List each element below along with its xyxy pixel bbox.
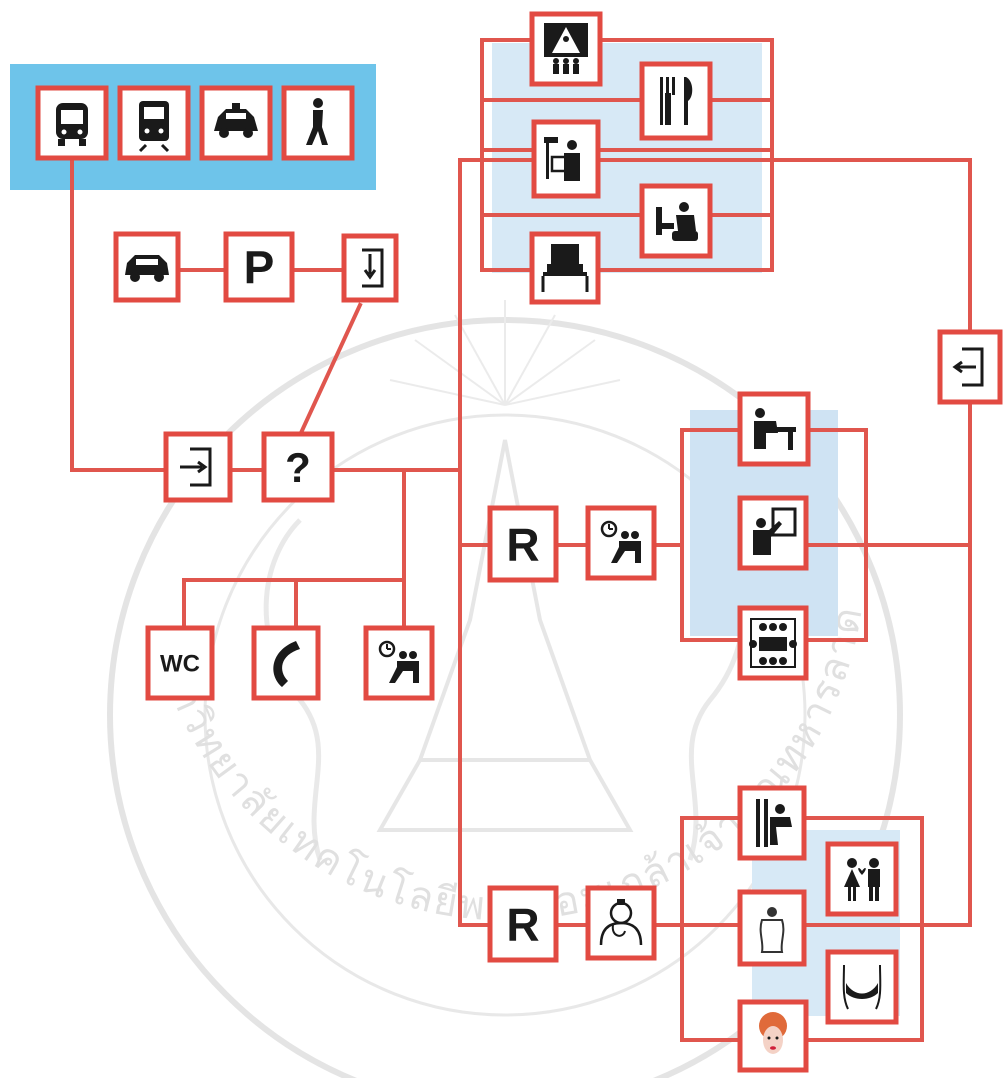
node-frame [740, 892, 804, 964]
node-lecture [534, 122, 598, 196]
node-back [740, 892, 804, 964]
node-lounge [642, 186, 710, 256]
node-parking: P [226, 234, 292, 300]
node-cashier [532, 234, 598, 302]
reception-icon: R [506, 519, 539, 571]
reception1-label: R [506, 519, 539, 571]
node-dining [642, 64, 710, 138]
node-exit-right [940, 332, 1000, 402]
node-wc: WC [148, 628, 212, 698]
node-taxi [202, 88, 270, 158]
node-frame [642, 186, 710, 256]
node-info: ? [264, 434, 332, 500]
node-couple [828, 844, 896, 914]
node-frame [828, 952, 896, 1022]
node-doctor [588, 888, 654, 958]
node-gym [740, 788, 804, 858]
parking-icon: P [244, 242, 275, 294]
reception-icon: R [506, 899, 539, 951]
node-walk [284, 88, 352, 158]
node-kids [532, 14, 600, 84]
node-wait-small [366, 628, 432, 698]
node-car [116, 234, 178, 300]
information-icon: ? [285, 444, 311, 491]
node-reception2: R [490, 888, 556, 960]
node-enter-left [166, 434, 230, 500]
node-office [740, 394, 808, 464]
node-frame [642, 64, 710, 138]
parking-label: P [244, 242, 275, 294]
node-wait1 [588, 508, 654, 578]
node-bust [828, 952, 896, 1022]
node-bus [38, 88, 106, 158]
node-enter-top [344, 236, 396, 300]
node-beauty [740, 1002, 806, 1070]
node-tram [120, 88, 188, 158]
node-frame [254, 628, 318, 698]
node-frame [828, 844, 896, 914]
node-phone [254, 628, 318, 698]
reception2-label: R [506, 899, 539, 951]
toilet-icon: WC [160, 651, 200, 678]
node-meeting [740, 608, 806, 678]
node-presentation [740, 498, 806, 568]
info-label: ? [285, 444, 311, 491]
node-reception1: R [490, 508, 556, 580]
wc-label: WC [160, 651, 200, 678]
